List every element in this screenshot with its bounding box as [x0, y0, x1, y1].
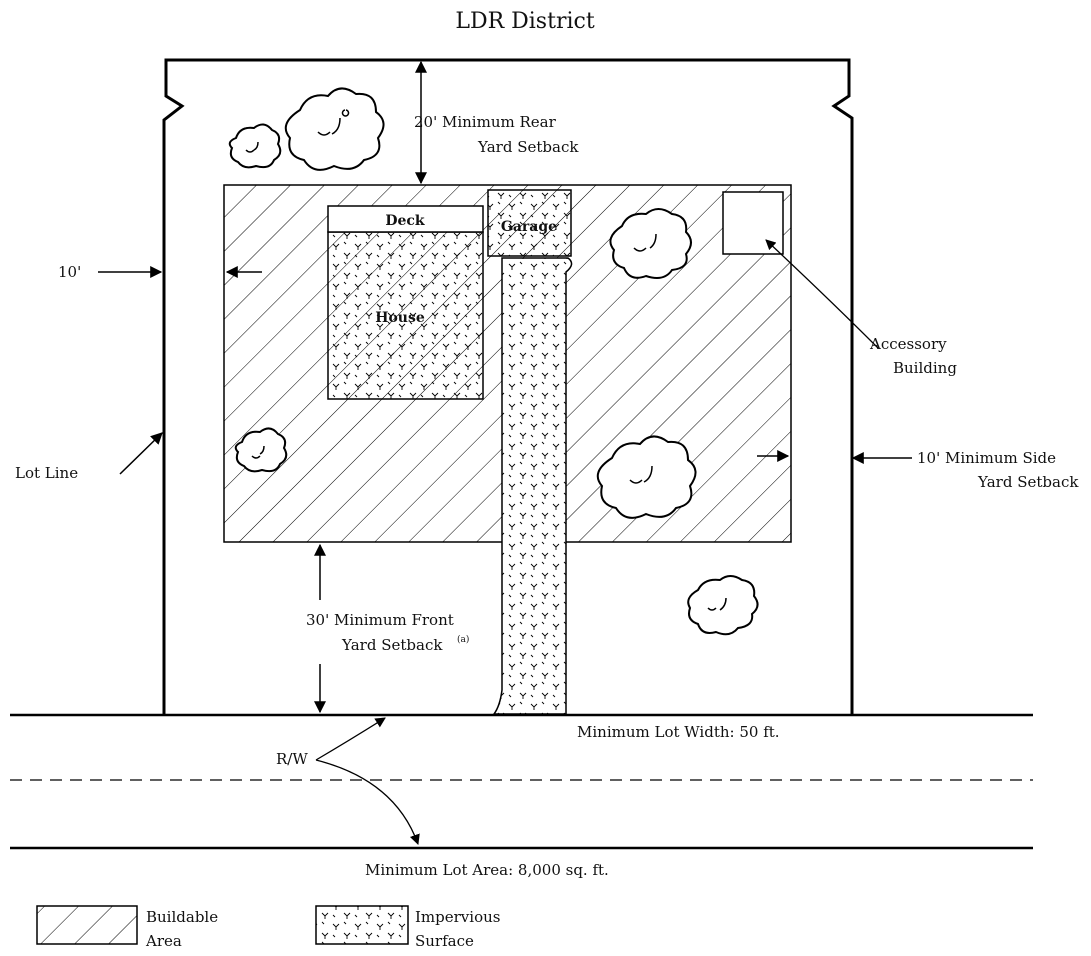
garage: [487, 189, 572, 257]
legend-impervious-label-2: Surface: [415, 932, 474, 950]
rw-pointer-up: [315, 717, 386, 761]
accessory-building: [722, 191, 784, 255]
tree-icon: [596, 435, 697, 519]
tree-icon: [609, 208, 692, 279]
rear-setback-label: 20' Minimum Rear: [414, 113, 557, 131]
side-setback-right-label-2: Yard Setback: [977, 473, 1079, 491]
rw-label: R/W: [276, 750, 308, 768]
house: [327, 205, 484, 400]
min-lot-area-label: Minimum Lot Area: 8,000 sq. ft.: [365, 861, 609, 879]
side-setback-left-label: 10': [58, 263, 81, 281]
side-setback-right-label: 10' Minimum Side: [917, 449, 1056, 467]
front-setback-label: 30' Minimum Front: [306, 611, 454, 629]
house-label: House: [375, 310, 425, 326]
legend: Buildable Area Impervious Surface: [36, 905, 500, 950]
legend-buildable-swatch: [36, 905, 138, 945]
lot-boundary: [162, 58, 854, 714]
tree-icon: [284, 87, 385, 171]
accessory-pointer: [765, 239, 879, 349]
tree-icon: [687, 575, 759, 636]
tree-icon: [234, 427, 288, 473]
tree-icon: [228, 123, 282, 169]
legend-buildable-label: Buildable: [146, 908, 218, 926]
min-lot-width-label: Minimum Lot Width: 50 ft.: [577, 723, 780, 741]
deck-label: Deck: [385, 213, 425, 229]
diagram-title: LDR District: [455, 9, 594, 34]
accessory-building-label: Accessory: [869, 335, 947, 353]
lot-line-label: Lot Line: [15, 464, 78, 482]
legend-impervious-swatch: [315, 905, 409, 945]
deck: [327, 205, 484, 233]
garage-label: Garage: [501, 219, 557, 235]
lot-line-pointer: [119, 432, 163, 475]
legend-buildable-label-2: Area: [145, 932, 182, 950]
accessory-building-label-2: Building: [893, 359, 957, 377]
legend-impervious-label: Impervious: [415, 908, 500, 926]
front-setback-label-2: Yard Setback: [341, 636, 443, 654]
front-setback-footnote: (a): [457, 634, 469, 645]
rear-setback-label-2: Yard Setback: [477, 138, 579, 156]
rw-pointer-down: [315, 759, 420, 845]
